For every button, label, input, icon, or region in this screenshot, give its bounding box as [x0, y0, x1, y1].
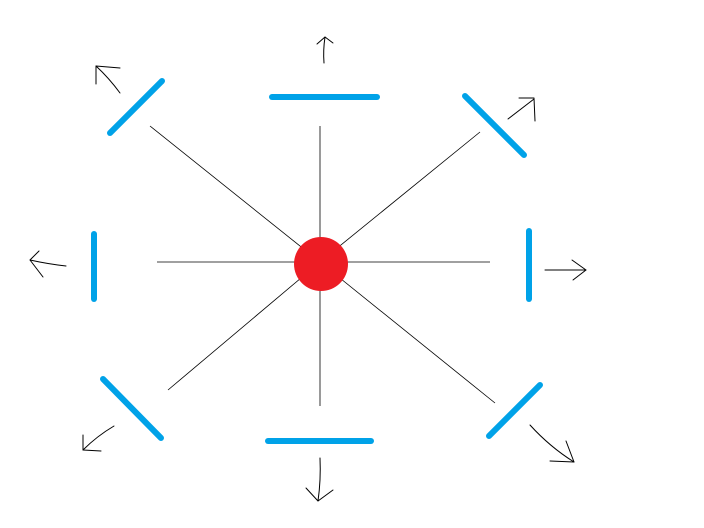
center-dot: [294, 237, 348, 291]
barrier-up-right: [462, 93, 527, 158]
barrier-down-left: [100, 376, 164, 441]
barrier-down-right: [486, 382, 543, 439]
arrow-up-left: [95, 65, 121, 94]
arrow-down-left: [82, 425, 115, 452]
barriers: [91, 78, 543, 444]
arrow-down-right: [529, 424, 575, 463]
arrow-left: [29, 250, 67, 278]
spoke-up-right: [319, 131, 481, 263]
arrow-up: [316, 36, 334, 64]
spoke-down-right: [319, 261, 496, 404]
barrier-up-left: [107, 78, 165, 136]
spoke-down-left: [167, 261, 321, 391]
spokes: [149, 125, 496, 406]
arrow-right: [544, 259, 587, 281]
spoke-up-left: [149, 125, 321, 263]
arrows: [29, 36, 587, 502]
arrow-down: [305, 457, 334, 502]
arrow-up-right: [507, 97, 536, 122]
